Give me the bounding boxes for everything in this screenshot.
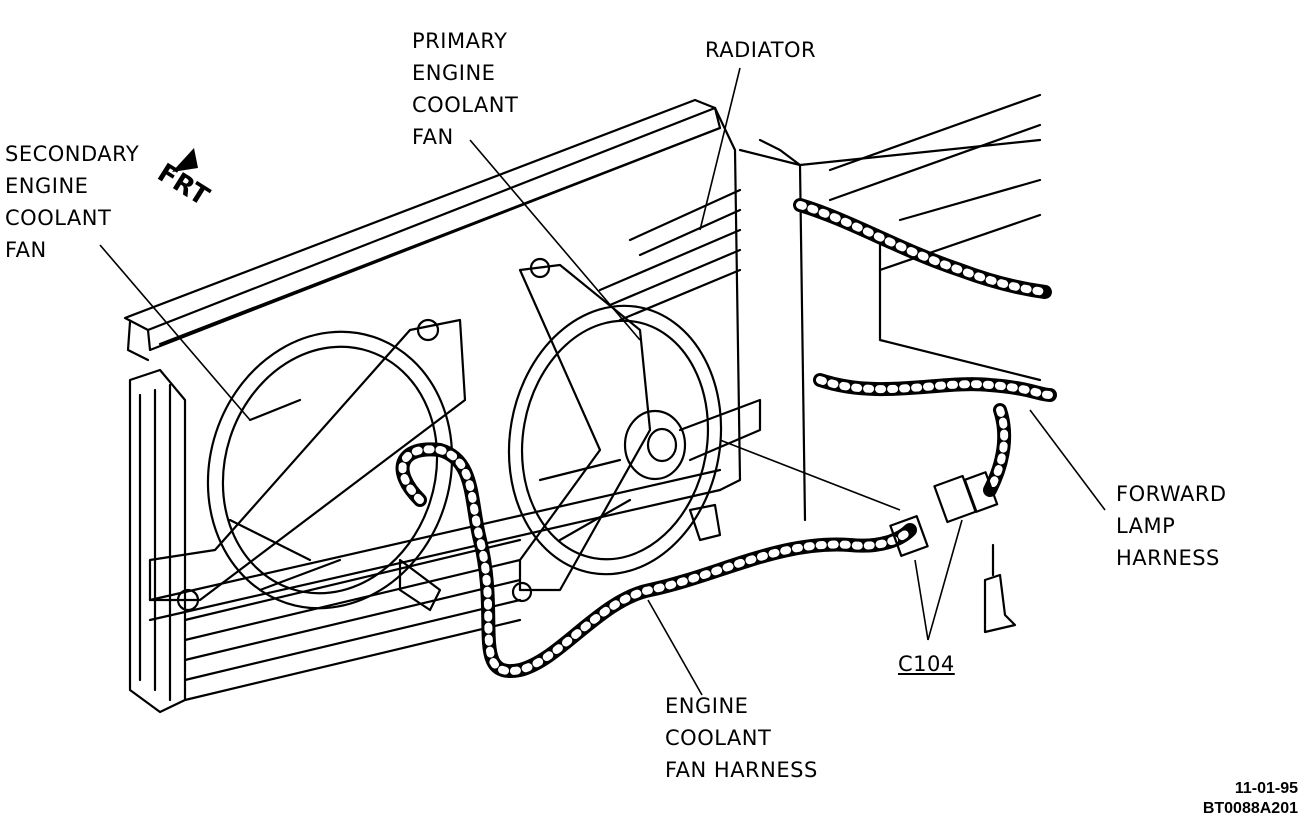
fan-harness-path [395, 442, 917, 679]
fan-harness-label-line: COOLANT [665, 726, 772, 750]
leader-radiator [699, 67, 741, 231]
primary-fan-label-line: FAN [412, 125, 454, 149]
leader-forward-lamp [1029, 409, 1106, 511]
leader-c104-a [914, 559, 929, 641]
primary-fan-shroud [518, 263, 652, 592]
primary-fan-ring [507, 304, 723, 576]
secondary-fan-label-line: COOLANT [5, 206, 112, 230]
c104-connector-b [933, 474, 977, 524]
radiator-label: RADIATOR [705, 34, 816, 66]
radiator-core [598, 228, 742, 292]
forward-lamp-harness-label-line: HARNESS [1116, 546, 1220, 570]
leader-fan-harness [647, 599, 703, 696]
radiator-label-text: RADIATOR [705, 38, 817, 62]
secondary-fan-label-line: ENGINE [5, 174, 89, 198]
forward-lamp-harness-label-line: FORWARD [1116, 482, 1227, 506]
radiator-left-tank [128, 368, 187, 714]
forward-lamp-harness-label-line: LAMP [1116, 514, 1176, 538]
primary-fan-label-line: COOLANT [412, 93, 519, 117]
primary-fan-label-line: PRIMARY [412, 29, 508, 53]
leader-motor-connector [719, 439, 901, 511]
secondary-fan-label: SECONDARY ENGINE COOLANT FAN [5, 138, 139, 266]
primary-fan-motor [623, 409, 687, 481]
fan-harness-label-line: ENGINE [665, 694, 749, 718]
forward-lamp-harness-label: FORWARD LAMP HARNESS [1116, 478, 1227, 574]
secondary-fan-shroud [148, 318, 467, 602]
fan-harness-label-line: FAN HARNESS [665, 758, 818, 782]
c104-label: C104 [898, 652, 955, 676]
figure-date: 11-01-95 [1234, 780, 1298, 797]
secondary-fan-label-line: FAN [5, 238, 47, 262]
secondary-fan-label-line: SECONDARY [5, 142, 140, 166]
primary-fan-label: PRIMARY ENGINE COOLANT FAN [412, 25, 518, 153]
primary-fan-label-line: ENGINE [412, 61, 496, 85]
figure-id: BT0088A201 [1202, 800, 1298, 817]
leader-primary-fan [469, 139, 641, 341]
radiator-upper-tank [713, 106, 742, 492]
harness-clip [983, 573, 1017, 634]
front-arrow-icon [172, 148, 198, 172]
leader-secondary-fan [99, 244, 251, 421]
c104-connector-a [889, 515, 929, 557]
leader-c104-b [927, 519, 963, 641]
fan-harness-label: ENGINE COOLANT FAN HARNESS [665, 690, 818, 786]
secondary-fan-ring [206, 330, 454, 610]
